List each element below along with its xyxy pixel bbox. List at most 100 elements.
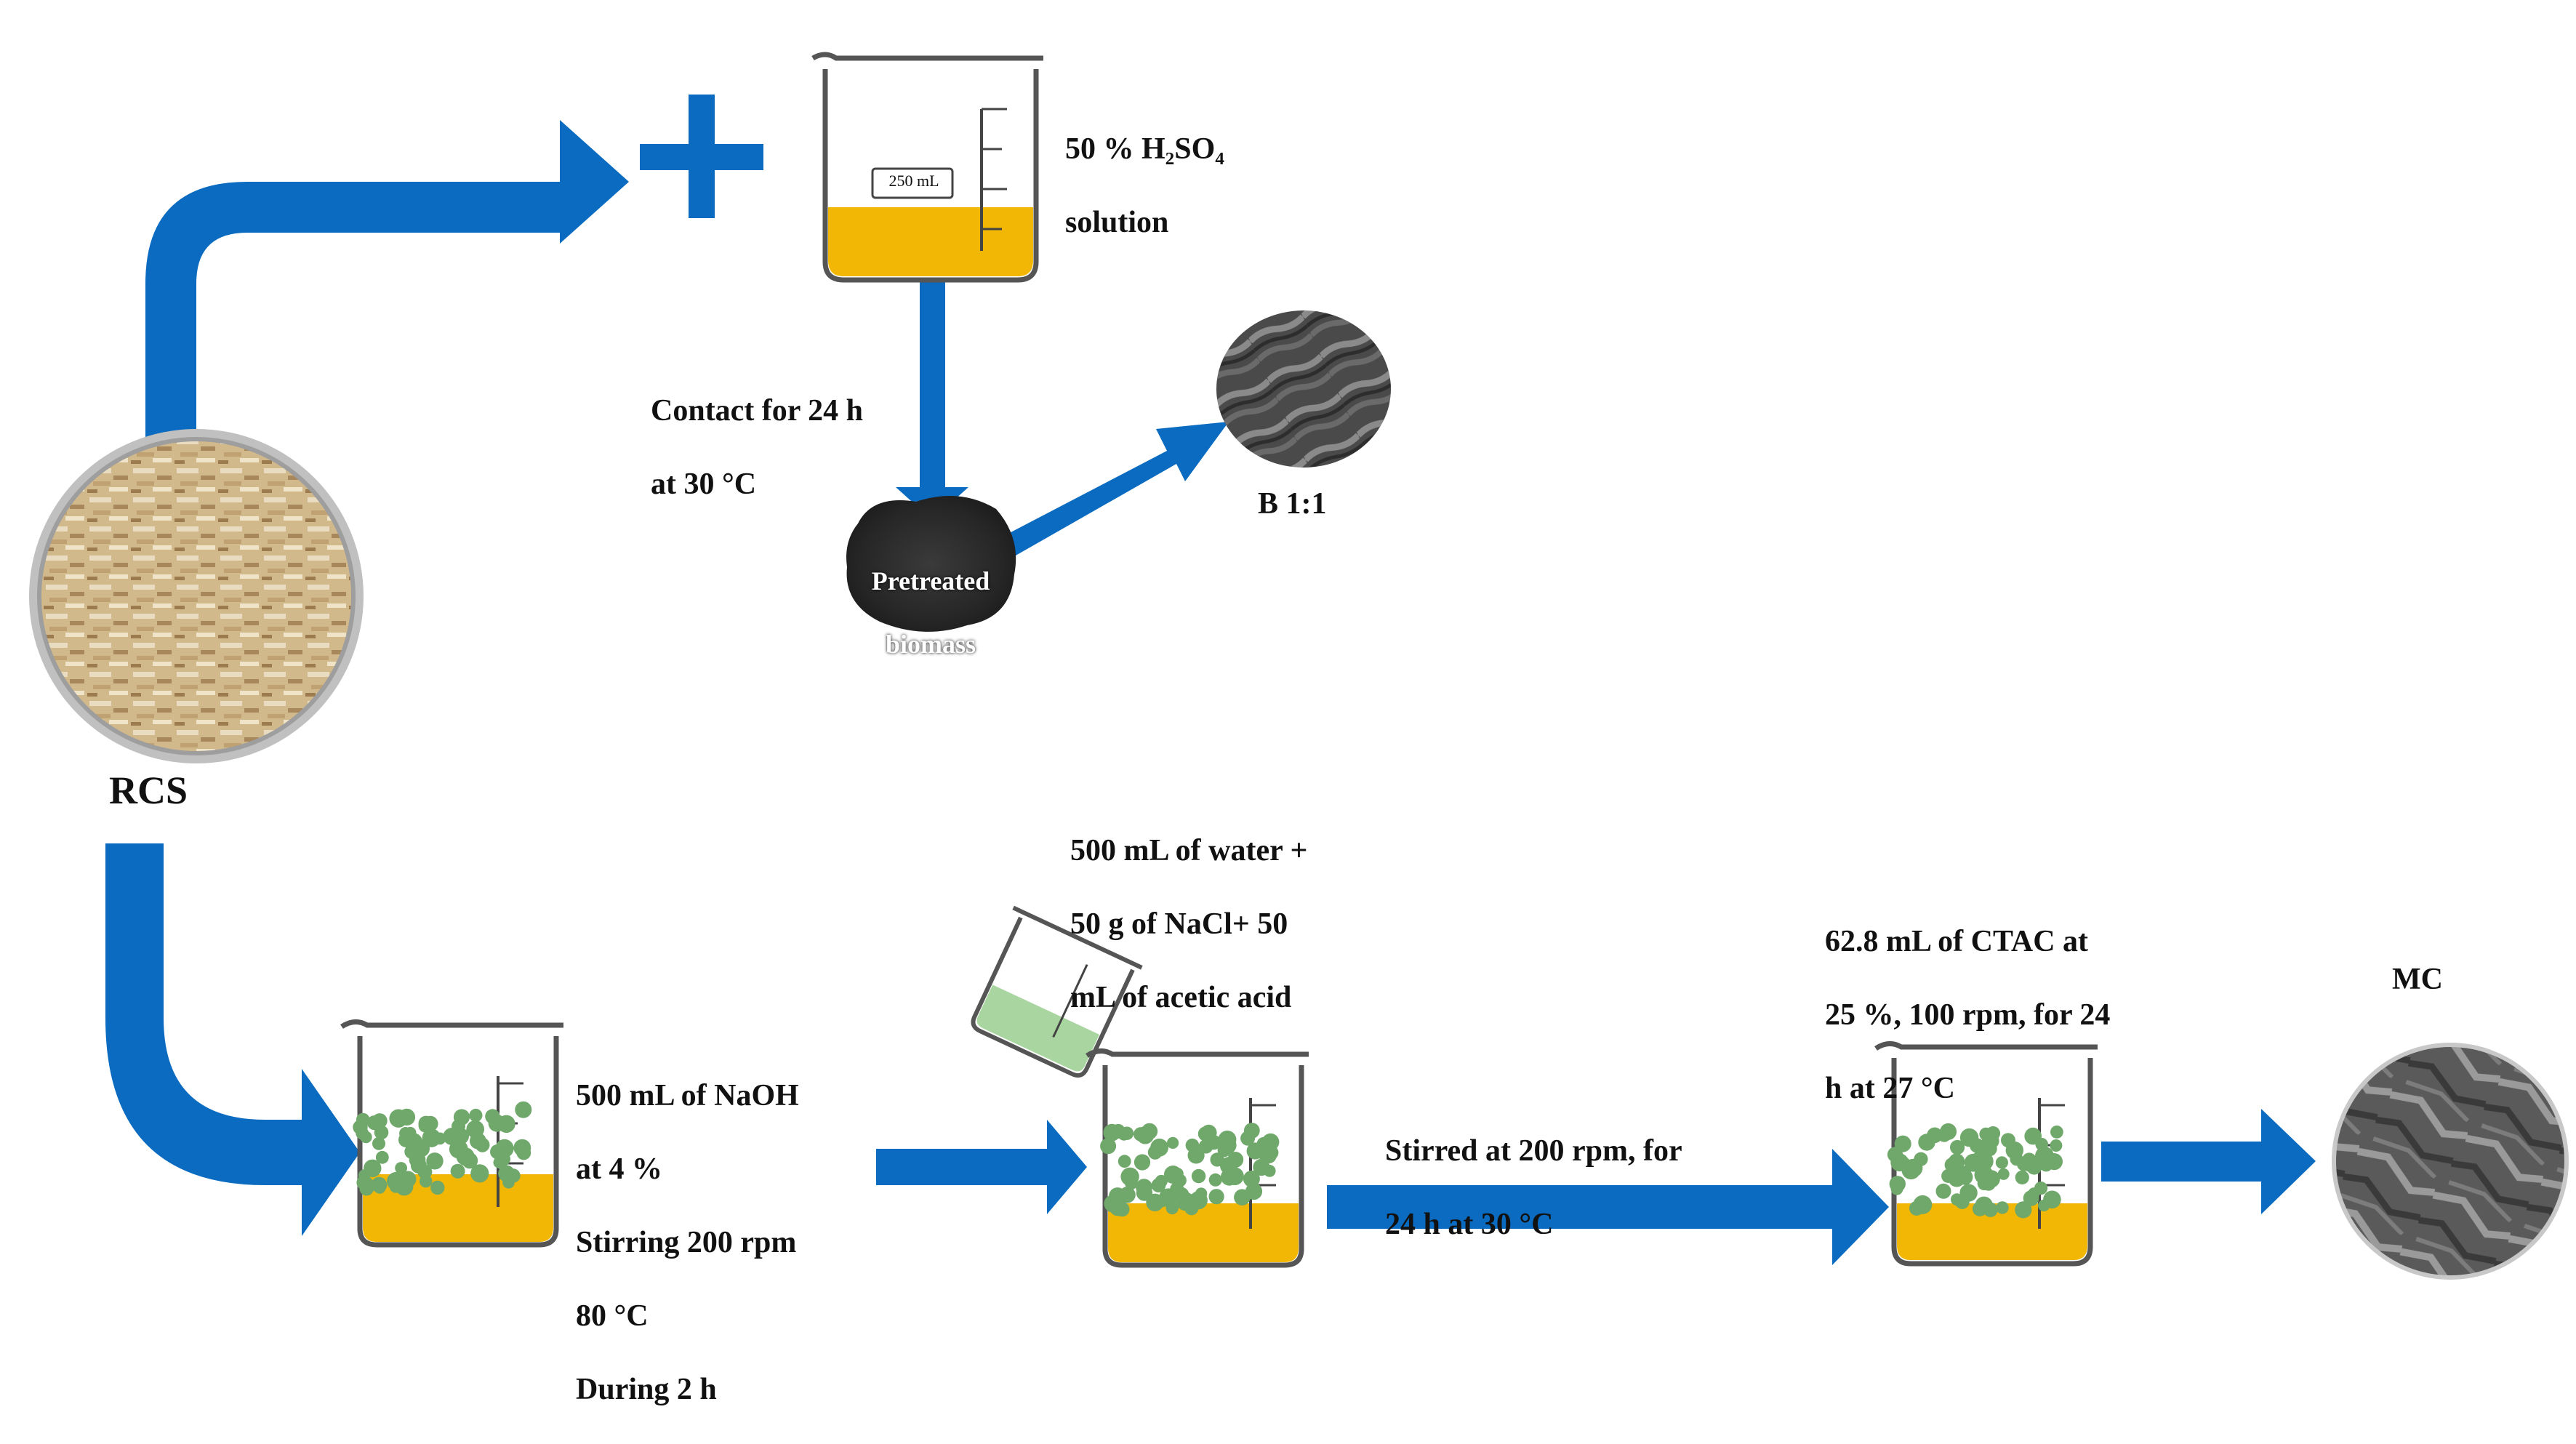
contact-label-line1: Contact for 24 h: [651, 394, 864, 428]
flow-arrow-up-right: [145, 120, 629, 444]
contact-label: Contact for 24 h at 30 °C: [651, 356, 863, 540]
rcs-label: RCS: [109, 769, 188, 812]
particle: [1970, 1138, 1985, 1153]
particle: [515, 1101, 532, 1118]
naoh-label-line5: During 2 h: [576, 1372, 717, 1406]
particle: [417, 1164, 433, 1179]
ctac-label-line3: h at 27 °C: [1825, 1071, 1955, 1105]
particle: [2034, 1182, 2048, 1195]
pretreated-label-line2: biomass: [885, 629, 976, 659]
naoh-label: 500 mL of NaOH at 4 % Stirring 200 rpm 8…: [576, 1041, 799, 1444]
flow-arrow-acid-down: [896, 280, 968, 520]
particle: [1959, 1184, 1978, 1202]
particle: [1986, 1126, 2001, 1141]
particle: [412, 1139, 426, 1152]
particle: [371, 1176, 388, 1193]
particle: [1111, 1123, 1126, 1139]
particle: [1118, 1155, 1131, 1168]
diagram-canvas: [29, 52, 2569, 1280]
particle: [462, 1152, 478, 1169]
particle: [1975, 1152, 1994, 1171]
particle: [493, 1156, 505, 1168]
particle: [1208, 1189, 1224, 1205]
particle: [1981, 1176, 1996, 1191]
particle: [1220, 1168, 1238, 1186]
particle: [516, 1145, 531, 1160]
particle: [1208, 1173, 1222, 1187]
particle: [2005, 1141, 2023, 1160]
particle: [2015, 1201, 2032, 1219]
particle: [495, 1144, 507, 1157]
ctac-label-line1: 62.8 mL of CTAC at: [1825, 925, 2089, 959]
particle: [1263, 1165, 1276, 1177]
particle: [430, 1180, 445, 1195]
particle: [418, 1119, 432, 1133]
particle: [1948, 1153, 1965, 1170]
particle: [466, 1120, 484, 1139]
particle: [1957, 1169, 1973, 1185]
particle: [1950, 1139, 1965, 1155]
particle: [1935, 1183, 1951, 1199]
particle: [1155, 1174, 1168, 1188]
pretreated-label-line1: Pretreated: [871, 566, 990, 596]
naoh-label-line2: at 4 %: [576, 1152, 662, 1187]
particle: [2015, 1170, 2029, 1184]
particle: [372, 1136, 385, 1150]
particle: [372, 1113, 388, 1128]
naoh-beaker: [340, 1019, 563, 1248]
particle: [2023, 1190, 2039, 1206]
particle: [1136, 1184, 1153, 1201]
particle: [1100, 1138, 1117, 1155]
process-flow-diagram: RCS 50 % H₂SO₄ solution 250 mL Contact f…: [29, 52, 2569, 1406]
particle: [1914, 1152, 1928, 1166]
flow-arrow-naoh-to-wash: [876, 1120, 1087, 1214]
stir-label: Stirred at 200 rpm, for 24 h at 30 °C: [1385, 1096, 1682, 1280]
b11-sem-image: [1216, 310, 1391, 468]
particle: [469, 1108, 483, 1123]
pretreated-label: Pretreated biomass: [851, 534, 1011, 691]
particle: [1191, 1168, 1206, 1184]
particle: [1171, 1187, 1189, 1205]
wash-beaker: [1086, 1048, 1309, 1268]
particle: [375, 1150, 389, 1164]
ctac-label-line2: 25 %, 100 rpm, for 24: [1825, 998, 2111, 1032]
beaker-volume-label: 250 mL: [888, 172, 939, 190]
stir-label-line2: 24 h at 30 °C: [1385, 1208, 1554, 1242]
ctac-label: 62.8 mL of CTAC at 25 %, 100 rpm, for 24…: [1825, 887, 2110, 1144]
particle: [2050, 1139, 2063, 1152]
particle: [1115, 1202, 1130, 1217]
naoh-label-line1: 500 mL of NaOH: [576, 1079, 799, 1113]
particle: [356, 1175, 372, 1190]
particle: [1243, 1123, 1260, 1139]
flow-arrow-ctac-to-mc: [2101, 1109, 2316, 1214]
particle: [1167, 1136, 1179, 1149]
plus-icon: [640, 95, 763, 218]
particle: [1937, 1128, 1951, 1142]
wash-label: 500 mL of water + 50 g of NaCl+ 50 mL of…: [1070, 796, 1307, 1053]
particle: [1189, 1191, 1208, 1210]
particle: [475, 1137, 490, 1152]
particle: [395, 1177, 414, 1196]
particle: [1996, 1201, 2009, 1214]
acid-beaker: [811, 52, 1043, 283]
wash-label-line3: mL of acetic acid: [1070, 980, 1292, 1014]
particle: [426, 1152, 444, 1170]
particle: [450, 1163, 465, 1179]
particle: [2039, 1158, 2053, 1172]
pretreated-biomass-powder: [846, 496, 1016, 632]
particle: [1133, 1154, 1151, 1171]
acid-label-line2: solution: [1065, 206, 1169, 240]
particle: [443, 1128, 461, 1145]
particle: [2043, 1190, 2061, 1209]
acid-label-line1: 50 % H₂SO₄: [1065, 132, 1224, 167]
particle: [1997, 1168, 2010, 1180]
particle: [2050, 1126, 2063, 1139]
mc-sem-image: [2332, 1043, 2569, 1280]
particle: [360, 1131, 372, 1144]
particle: [470, 1164, 489, 1183]
particle: [1972, 1201, 1988, 1216]
particle: [1995, 1156, 2008, 1169]
stir-label-line1: Stirred at 200 rpm, for: [1385, 1134, 1682, 1168]
b11-label: B 1:1: [1258, 487, 1327, 521]
particle: [1890, 1153, 1909, 1172]
